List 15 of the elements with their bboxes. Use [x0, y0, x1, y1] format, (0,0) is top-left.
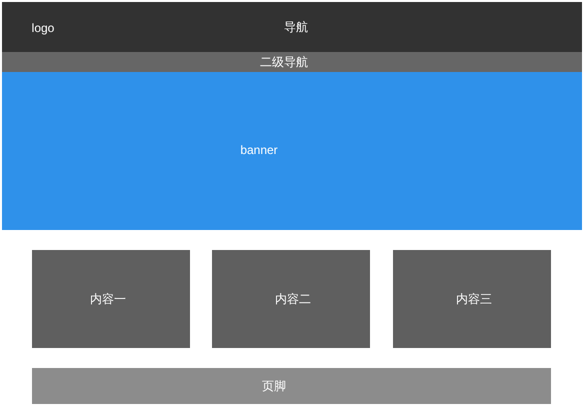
banner-text: banner [240, 143, 278, 157]
content-title: 内容二 [275, 292, 311, 306]
header-bar [2, 2, 582, 52]
content-title: 内容一 [90, 292, 126, 306]
content-block [212, 250, 370, 348]
content-block [32, 250, 190, 348]
subnav-text: 二级导航 [260, 55, 308, 69]
placeholder-label: logo [32, 21, 54, 35]
content-block [393, 250, 551, 348]
nav-text: 导航 [284, 20, 308, 34]
banner-area [2, 72, 582, 230]
content-title: 内容三 [456, 292, 492, 306]
footer-bar [32, 368, 551, 404]
subnav-bar [2, 52, 582, 72]
footer-text: 页脚 [262, 379, 286, 393]
